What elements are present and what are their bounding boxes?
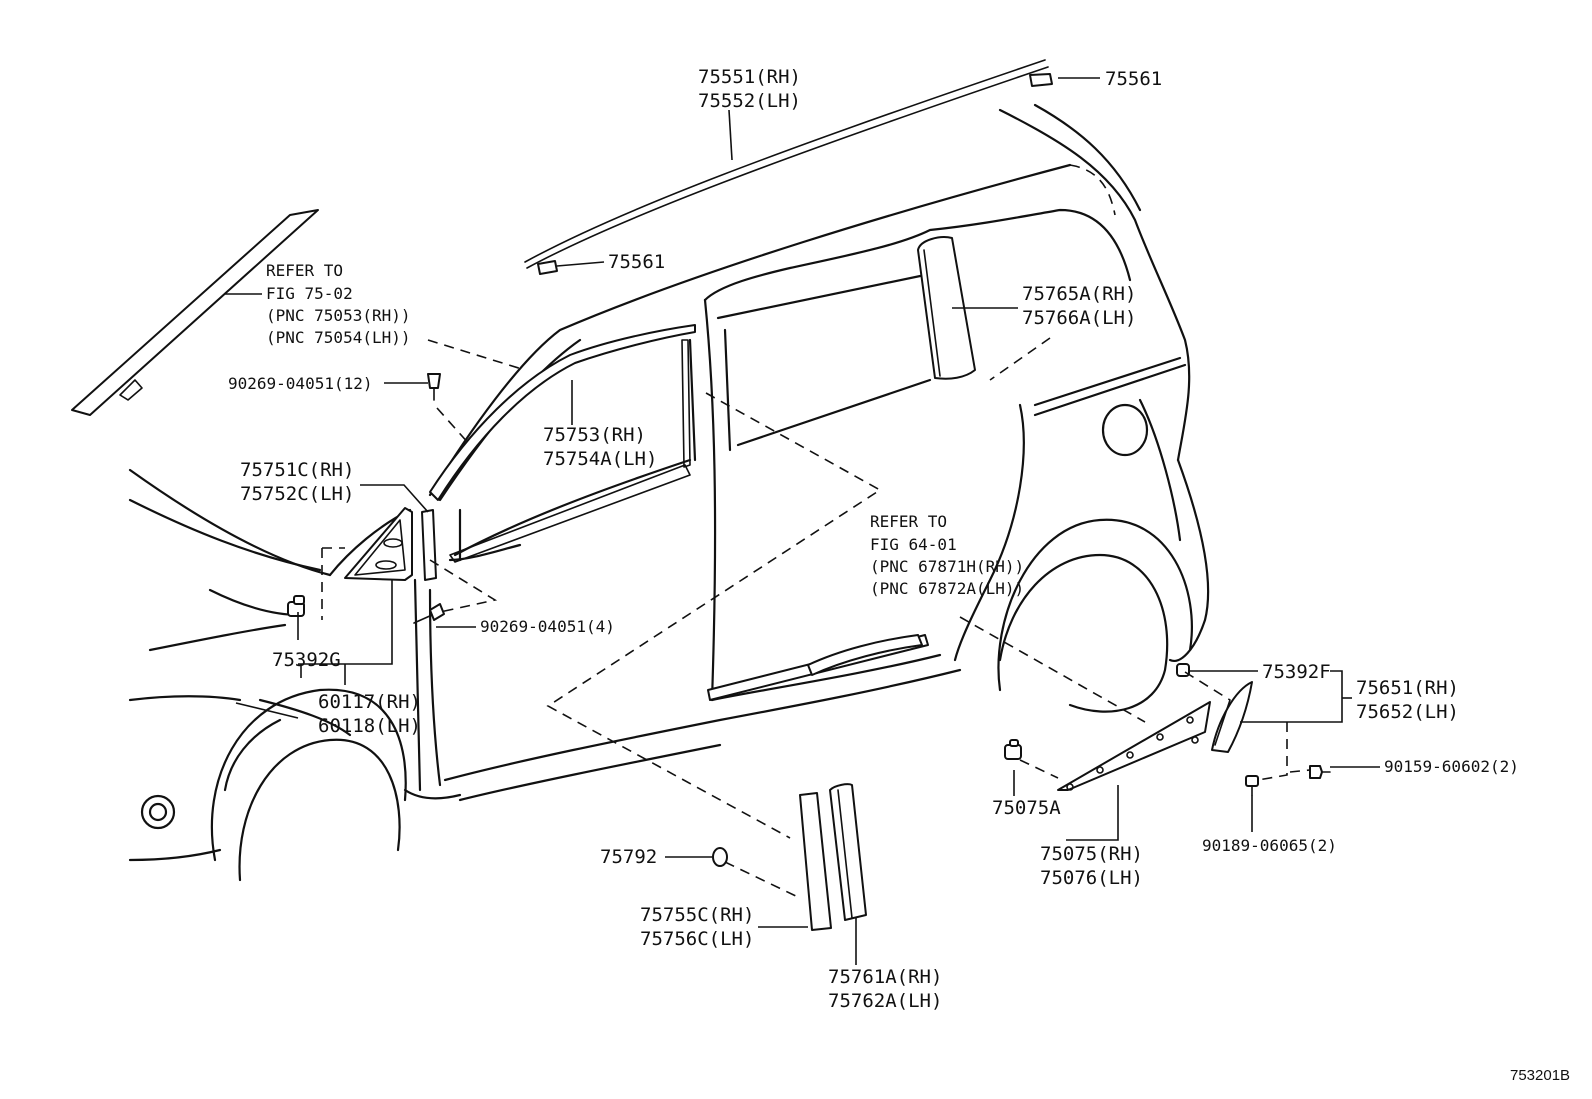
label-refer-a-line2: FIG 75-02 — [266, 284, 353, 303]
label-75753: 75753(RH) — [543, 424, 646, 446]
label-refer-b-line4: (PNC 67872A(LH)) — [870, 579, 1024, 598]
label-75551: 75551(RH) — [698, 66, 801, 88]
clip-75561-top-part — [1029, 73, 1053, 87]
part-labels: 75551(RH) 75552(LH) 75561 75561 REFER TO… — [228, 66, 1570, 1084]
label-60117: 60117(RH) — [318, 691, 421, 713]
label-90189: 90189-06065(2) — [1202, 836, 1337, 855]
label-90159: 90159-60602(2) — [1384, 757, 1519, 776]
label-refer-a-line3: (PNC 75053(RH)) — [266, 306, 411, 325]
label-75751: 75751C(RH) — [240, 459, 354, 481]
clip-75075A-part — [1004, 739, 1022, 760]
rear-door-frame-moulding-part — [917, 236, 976, 380]
front-door-belt-moulding-part — [429, 324, 696, 501]
clip-75561-mid-part — [537, 260, 558, 275]
label-90269-4: 90269-04051(4) — [480, 617, 615, 636]
label-refer-b-line1: REFER TO — [870, 512, 947, 531]
label-refer-b-line2: FIG 64-01 — [870, 535, 957, 554]
label-75076: 75076(LH) — [1040, 867, 1143, 889]
label-75392G: 75392G — [272, 649, 341, 671]
label-75765: 75765A(RH) — [1022, 283, 1136, 305]
label-75561-top: 75561 — [1105, 68, 1162, 90]
clip-75392G-part — [287, 595, 305, 617]
label-75561-mid: 75561 — [608, 251, 665, 273]
label-75761: 75761A(RH) — [828, 966, 942, 988]
rivet-90269-12-part — [427, 373, 441, 401]
roof-moulding-part — [524, 59, 1046, 263]
label-75756: 75756C(LH) — [640, 928, 754, 950]
label-60118: 60118(LH) — [318, 715, 421, 737]
label-refer-a-line4: (PNC 75054(LH)) — [266, 328, 411, 347]
label-75075A: 75075A — [992, 797, 1061, 819]
b-pillar-rear-garnish-part — [829, 783, 867, 921]
rear-quarter-garnish-part — [1211, 681, 1253, 753]
label-75792: 75792 — [600, 846, 657, 868]
label-75075: 75075(RH) — [1040, 843, 1143, 865]
a-pillar-garnish-part — [71, 209, 319, 416]
figure-code: 753201B — [1510, 1067, 1570, 1084]
screw-90159-part — [1309, 765, 1331, 779]
label-90269-12: 90269-04051(12) — [228, 374, 373, 393]
label-refer-a-line1: REFER TO — [266, 261, 343, 280]
label-75755: 75755C(RH) — [640, 904, 754, 926]
assembly-dashed-lines — [321, 337, 1311, 899]
label-75754: 75754A(LH) — [543, 448, 657, 470]
label-75766: 75766A(LH) — [1022, 307, 1136, 329]
rear-quarter-moulding-part — [1057, 701, 1211, 791]
label-75552: 75552(LH) — [698, 90, 801, 112]
label-75652: 75652(LH) — [1356, 701, 1459, 723]
label-refer-b-line3: (PNC 67871H(RH)) — [870, 557, 1024, 576]
label-75651: 75651(RH) — [1356, 677, 1459, 699]
b-pillar-front-garnish-part — [799, 792, 832, 931]
clip-75792-part — [712, 847, 728, 867]
parts — [71, 59, 1331, 931]
screw-90189-part — [1245, 775, 1259, 796]
label-75392F: 75392F — [1262, 661, 1331, 683]
label-75762: 75762A(LH) — [828, 990, 942, 1012]
label-75752: 75752C(LH) — [240, 483, 354, 505]
leader-lines — [225, 77, 1380, 965]
rivet-90269-4-part — [413, 603, 445, 624]
